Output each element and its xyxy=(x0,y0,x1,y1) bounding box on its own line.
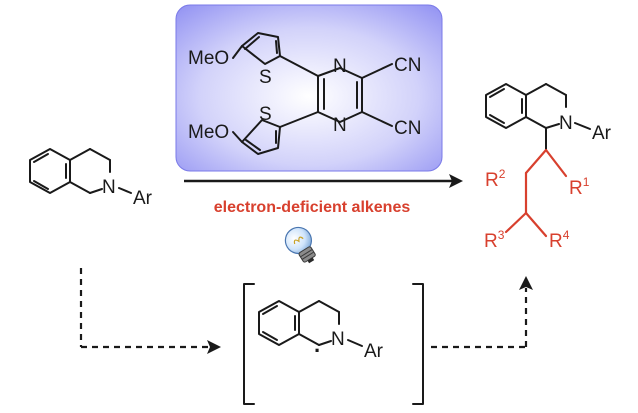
r4-label: R4 xyxy=(549,228,570,252)
product-aryl-label: Ar xyxy=(592,123,612,144)
sulfur-label-top: S xyxy=(259,67,272,88)
pyrazine-n-bottom: N xyxy=(333,115,347,136)
intermediate-nitrogen-label: N xyxy=(331,329,345,350)
methoxy-label-bottom: MeO xyxy=(188,122,229,143)
radical-intermediate: N Ar · xyxy=(243,283,424,405)
dashed-arrowhead-up xyxy=(519,276,533,290)
light-bulb-icon xyxy=(284,226,316,264)
cyano-label-top: CN xyxy=(394,55,421,76)
r1-label: R1 xyxy=(569,175,590,199)
dashed-arrowhead-right xyxy=(207,340,221,354)
methoxy-label-top: MeO xyxy=(188,48,229,69)
catalyst-panel: MeO S N N CN CN S MeO xyxy=(175,4,443,172)
pyrazine-n-top: N xyxy=(333,56,347,77)
product: N Ar R2 R1 R3 R4 xyxy=(484,83,612,252)
reaction-arrow xyxy=(184,174,463,188)
dashed-pathway xyxy=(79,268,528,349)
radical-dot: · xyxy=(314,338,321,363)
starting-material: N Ar xyxy=(29,148,153,209)
catalyst-box xyxy=(175,4,443,172)
sm-aryl-label: Ar xyxy=(133,188,153,209)
product-nitrogen-label: N xyxy=(559,113,573,134)
r3-label: R3 xyxy=(484,228,505,252)
cyano-label-bottom: CN xyxy=(394,118,421,139)
sm-nitrogen-label: N xyxy=(102,177,116,198)
reagent-label: electron-deficient alkenes xyxy=(214,199,411,216)
r2-label: R2 xyxy=(485,167,506,191)
intermediate-aryl-label: Ar xyxy=(364,341,384,362)
sulfur-label-bottom: S xyxy=(259,104,272,125)
